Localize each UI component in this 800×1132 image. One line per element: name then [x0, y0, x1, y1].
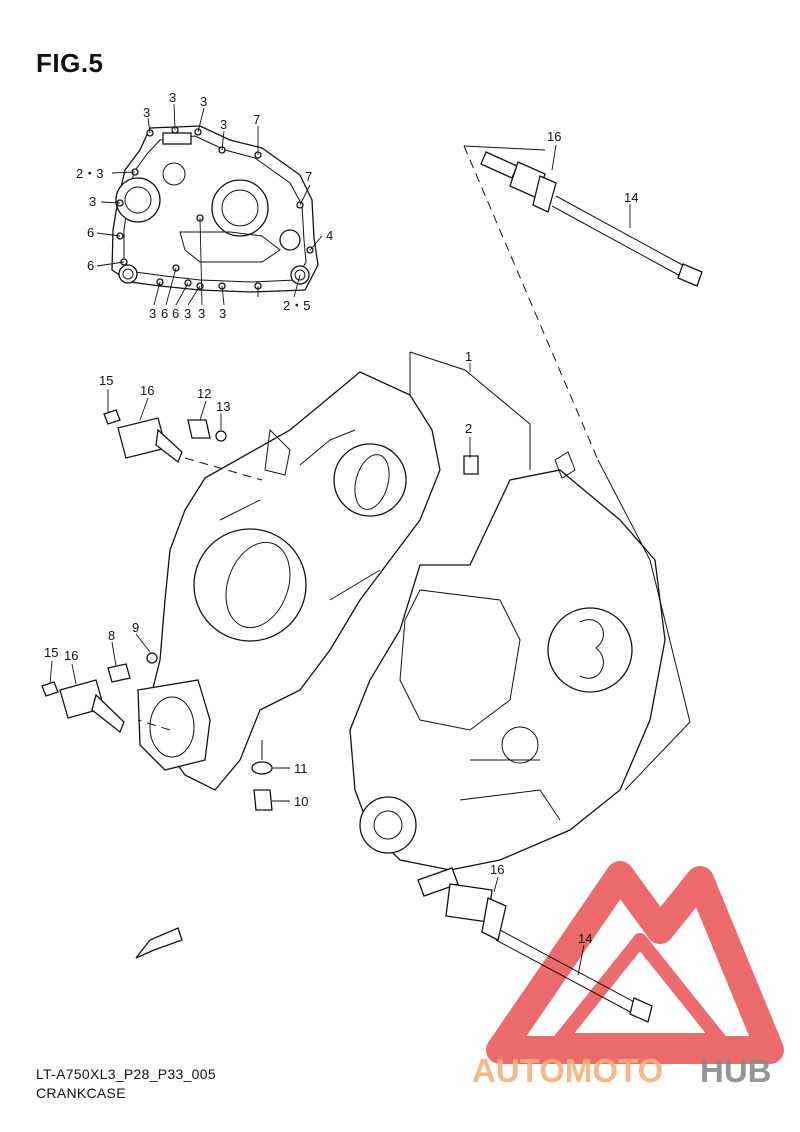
callout-label: 6	[87, 258, 94, 273]
crankcase-right-half	[349, 451, 666, 871]
watermark-text: AUTOMOTO HUB	[472, 1052, 772, 1089]
callout-label: 8	[108, 628, 115, 643]
main-leaders	[49, 363, 585, 976]
callout-label: 3	[149, 306, 156, 321]
callout-label: 16	[140, 383, 154, 398]
callout-label: 10	[294, 794, 308, 809]
bolt-assembly-bottom	[417, 867, 653, 1023]
callout-label: 3	[184, 306, 191, 321]
watermark-text-a: AUTOMOTO	[472, 1052, 663, 1089]
callout-label: 6	[172, 306, 179, 321]
callout-label: 2・5	[283, 298, 310, 313]
crankcase-left-half	[137, 371, 441, 791]
callout-label: 7	[305, 169, 312, 184]
callout-label: 3	[143, 105, 150, 120]
inset-cover-drawing	[111, 125, 319, 293]
callout-label: 3	[169, 90, 176, 105]
callout-label: 1	[465, 349, 472, 364]
watermark-logo	[486, 861, 784, 1064]
callout-label: 3	[220, 117, 227, 132]
bolt-assembly-top	[463, 144, 703, 461]
callout-label: 4	[326, 228, 333, 243]
forward-arrow: FWD	[135, 927, 183, 959]
callout-label: 16	[490, 862, 504, 877]
callout-label: 11	[294, 761, 308, 776]
figure-title: FIG.5	[36, 48, 104, 78]
callout-label: 6	[87, 225, 94, 240]
callout-label: 13	[216, 399, 230, 414]
callout-label: 14	[578, 931, 592, 946]
diagram-code: LT-A750XL3_P28_P33_005	[36, 1066, 216, 1082]
diagram-caption: CRANKCASE	[36, 1085, 126, 1101]
callout-label: 14	[624, 190, 638, 205]
callout-label: 3	[219, 306, 226, 321]
callout-label: 6	[161, 306, 168, 321]
callout-label: 3	[89, 194, 96, 209]
callout-label: 15	[44, 645, 58, 660]
callout-label: 7	[253, 112, 260, 127]
callout-label: 2	[465, 421, 472, 436]
callout-label: 3	[200, 94, 207, 109]
callout-label: 2・3	[76, 166, 103, 181]
callout-label: 16	[547, 129, 561, 144]
callout-label: 3	[198, 306, 205, 321]
callout-label: 16	[64, 648, 78, 663]
small-parts-left	[41, 409, 479, 811]
callout-label: 9	[132, 620, 139, 635]
callout-label: 12	[197, 386, 211, 401]
watermark-text-b: HUB	[700, 1052, 772, 1089]
inset-callouts: 3 3 3 3 7 2・3 7 3 4 6 6 3 6 6 3 3 3 2・5	[76, 90, 333, 321]
callout-label: 15	[99, 373, 113, 388]
main-callouts: 1 2 12 13 14 14 15 15 16 16 16 16 8 9 10…	[44, 129, 638, 946]
reference-lines	[137, 351, 691, 791]
inset-leaders	[96, 103, 323, 306]
